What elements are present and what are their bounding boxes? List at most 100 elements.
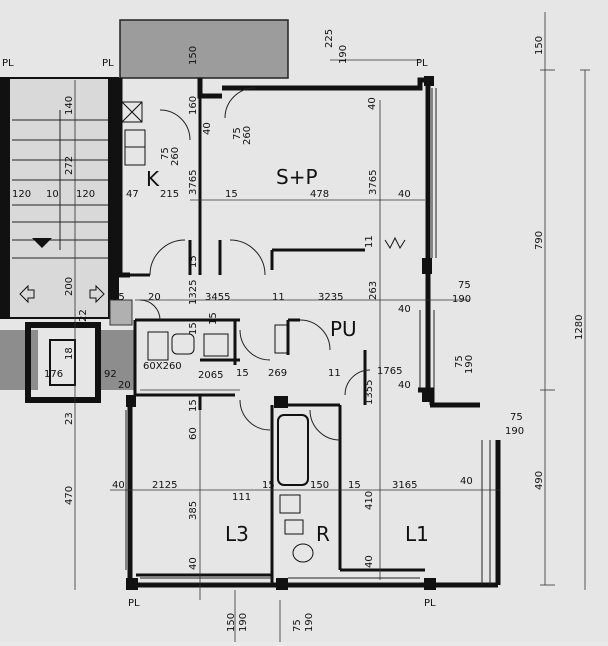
dim-label: 190 bbox=[304, 613, 315, 632]
pillar-left-mid bbox=[126, 395, 136, 407]
washbasin-1 bbox=[171, 333, 195, 355]
dim-label: 40 bbox=[202, 122, 213, 135]
dim-label: 272 bbox=[64, 156, 75, 175]
dim-label: 11 bbox=[364, 235, 375, 248]
dim-label: 75 bbox=[458, 280, 471, 291]
dim-label: 40 bbox=[398, 304, 411, 315]
dim-label: 3165 bbox=[392, 480, 417, 491]
wc-1 bbox=[147, 331, 169, 361]
toilet bbox=[292, 543, 314, 563]
dim-label: 60 bbox=[188, 427, 199, 440]
pillar-mark-1: PL bbox=[2, 58, 14, 69]
dim-label: 47 bbox=[126, 189, 139, 200]
dim-label: 190 bbox=[338, 45, 349, 64]
dim-label: 40 bbox=[367, 97, 378, 110]
small-duct bbox=[109, 299, 133, 326]
shaft-2 bbox=[274, 324, 288, 354]
dimension-lines bbox=[74, 12, 590, 642]
dim-label: 40 bbox=[398, 380, 411, 391]
dim-label: 120 bbox=[12, 189, 31, 200]
dim-label: 2125 bbox=[152, 480, 177, 491]
dim-label: 15 bbox=[208, 312, 219, 325]
dim-label: 40 bbox=[188, 557, 199, 570]
dim-label: 1280 bbox=[574, 315, 585, 340]
dim-label: 15 bbox=[348, 480, 361, 491]
dim-label: 120 bbox=[76, 189, 95, 200]
dim-label: 410 bbox=[364, 491, 375, 510]
pillar-bottom-mid bbox=[276, 578, 288, 590]
dim-label: 225 bbox=[324, 29, 335, 48]
pillar-top-right bbox=[424, 76, 434, 86]
dim-label: 176 bbox=[44, 369, 63, 380]
dim-label: 3455 bbox=[205, 292, 230, 303]
dim-label: 18 bbox=[64, 347, 75, 360]
dim-label: 150 bbox=[310, 480, 329, 491]
dim-label: 2065 bbox=[198, 370, 223, 381]
dim-label: 150 bbox=[534, 36, 545, 55]
stair-wall-right bbox=[108, 78, 118, 318]
dim-label: 140 bbox=[64, 96, 75, 115]
dim-label: 20 bbox=[148, 292, 161, 303]
dim-label: 55 bbox=[112, 292, 125, 303]
pillar-mid-right bbox=[422, 258, 432, 274]
balcony-area bbox=[119, 19, 289, 79]
dim-label: 478 bbox=[310, 189, 329, 200]
dim-label: 269 bbox=[268, 368, 287, 379]
dim-label: 1355 bbox=[364, 380, 375, 405]
dim-label: 15 bbox=[225, 189, 238, 200]
dim-label: 260 bbox=[242, 126, 253, 145]
dim-label: 60X260 bbox=[143, 361, 182, 372]
room-label-kitchen: K bbox=[146, 167, 160, 191]
entry-arrow-left-icon bbox=[19, 284, 35, 304]
shaft-hatch-right bbox=[98, 330, 134, 390]
dim-label: 40 bbox=[460, 476, 473, 487]
pillar-mark-2: PL bbox=[102, 58, 114, 69]
staircase-block bbox=[0, 77, 119, 319]
door-swings bbox=[139, 87, 371, 441]
dim-label: 190 bbox=[505, 426, 524, 437]
cabinet-l bbox=[203, 333, 229, 357]
dim-label: 40 bbox=[364, 555, 375, 568]
dim-label: 3235 bbox=[318, 292, 343, 303]
dim-label: 75 bbox=[292, 619, 303, 632]
room-label-bath: R bbox=[316, 522, 330, 546]
dim-label: 92 bbox=[104, 369, 117, 380]
dim-label: 3765 bbox=[188, 170, 199, 195]
dim-label: 190 bbox=[464, 355, 475, 374]
dim-label: 40 bbox=[112, 480, 125, 491]
dim-label: 1325 bbox=[188, 280, 199, 305]
dim-label: 490 bbox=[534, 471, 545, 490]
dim-label: 75 bbox=[160, 147, 171, 160]
dim-label: 22 bbox=[78, 309, 89, 322]
dim-label: 260 bbox=[170, 147, 181, 166]
pillar-mark-5: PL bbox=[424, 598, 436, 609]
dim-label: 75 bbox=[454, 355, 465, 368]
dim-label: 15 bbox=[188, 255, 199, 268]
dim-label: 11 bbox=[272, 292, 285, 303]
pillar-low-right bbox=[422, 388, 434, 402]
dim-label: 263 bbox=[368, 281, 379, 300]
dim-label: 150 bbox=[188, 46, 199, 65]
pillar-bottom-right bbox=[424, 578, 436, 590]
dim-label: 215 bbox=[160, 189, 179, 200]
kitchen-hood-cross-2 bbox=[121, 101, 143, 123]
dim-label: 150 bbox=[226, 613, 237, 632]
dim-label: 75 bbox=[510, 412, 523, 423]
dim-label: 190 bbox=[238, 613, 249, 632]
room-label-bedroom1: L1 bbox=[405, 522, 429, 546]
dim-label: 11 bbox=[328, 368, 341, 379]
dim-label: 15 bbox=[262, 480, 275, 491]
shaft-hatch-left bbox=[0, 330, 38, 390]
pillar-bottom-left bbox=[126, 578, 138, 590]
dim-label: 75 bbox=[232, 127, 243, 140]
bidet bbox=[284, 519, 304, 535]
dim-label: 790 bbox=[534, 231, 545, 250]
room-label-hall: PU bbox=[330, 317, 357, 341]
stair-steps bbox=[12, 110, 108, 259]
dim-label: 15 bbox=[236, 368, 249, 379]
dim-label: 40 bbox=[398, 189, 411, 200]
bathtub bbox=[277, 414, 309, 486]
dim-label: 470 bbox=[64, 486, 75, 505]
dim-label: 160 bbox=[188, 96, 199, 115]
